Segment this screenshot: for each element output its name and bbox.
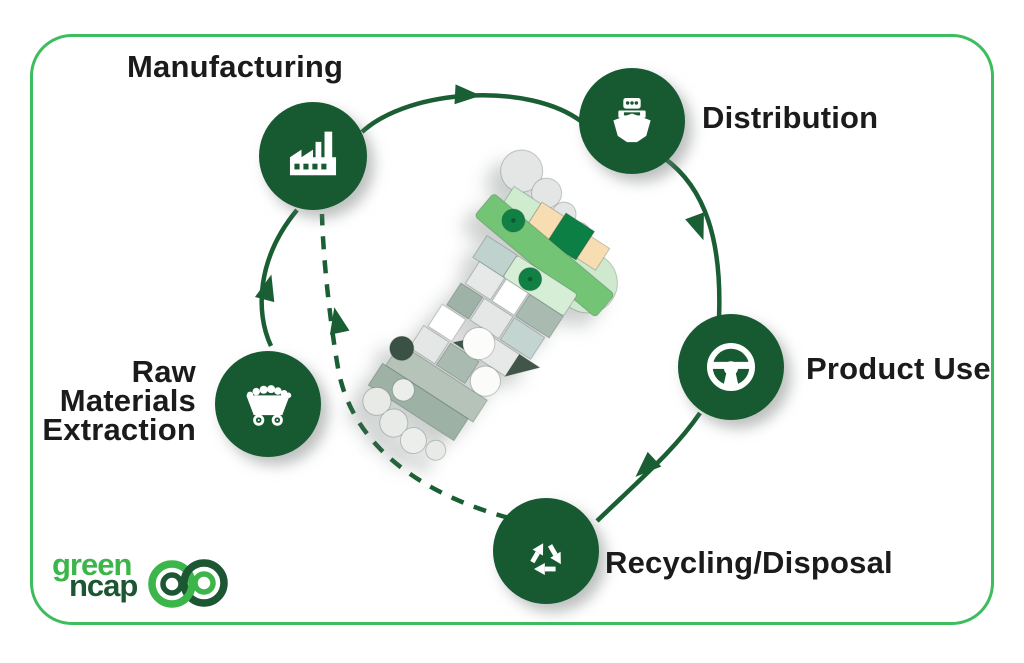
arrowhead-right	[454, 84, 481, 105]
label-recycling-disposal: Recycling/Disposal	[605, 545, 893, 580]
label-line: Materials	[59, 383, 196, 418]
node-manufacturing	[259, 102, 367, 210]
node-raw-materials-extraction	[215, 351, 321, 457]
label-line: Extraction	[42, 412, 196, 447]
logo-word-ncap: ncap	[69, 568, 138, 603]
arrowhead-up	[254, 274, 275, 303]
dashed-arrowhead-up	[329, 307, 350, 335]
cargo-ship-icon	[613, 98, 651, 143]
label-raw-materials-extraction: Raw Materials Extraction	[34, 354, 196, 447]
steering-wheel-icon	[707, 343, 755, 391]
recycling-icon	[530, 543, 561, 575]
node-distribution	[579, 68, 685, 174]
logo-word-green: green	[52, 547, 132, 582]
arc-productuse-to-recycling	[595, 411, 702, 523]
green-ncap-logo: green ncap	[52, 547, 233, 614]
midfoot-blocks	[408, 261, 565, 397]
ball-blocks	[472, 185, 618, 317]
heel-blocks	[362, 335, 488, 461]
wooden-block-footprint-illustration	[362, 149, 618, 461]
rounded-border-frame	[30, 34, 994, 625]
label-product-use: Product Use	[806, 351, 991, 386]
logo-double-ring-icon	[148, 559, 229, 608]
arc-rawmaterials-to-manufacturing	[259, 208, 299, 347]
arrowhead-down-left	[635, 451, 662, 477]
label-distribution: Distribution	[702, 100, 879, 135]
dashed-arc-recycling-to-manufacturing	[319, 213, 510, 521]
arc-distribution-to-productuse	[662, 156, 722, 319]
mine-cart-icon	[246, 385, 292, 426]
factory-icon	[289, 131, 337, 176]
node-recycling-disposal	[493, 498, 599, 604]
arrowhead-down-right	[685, 212, 704, 241]
logo-wordmark: green ncap	[52, 547, 138, 603]
node-product-use	[678, 314, 784, 420]
label-manufacturing: Manufacturing	[127, 49, 344, 84]
label-line: Raw	[131, 354, 196, 389]
